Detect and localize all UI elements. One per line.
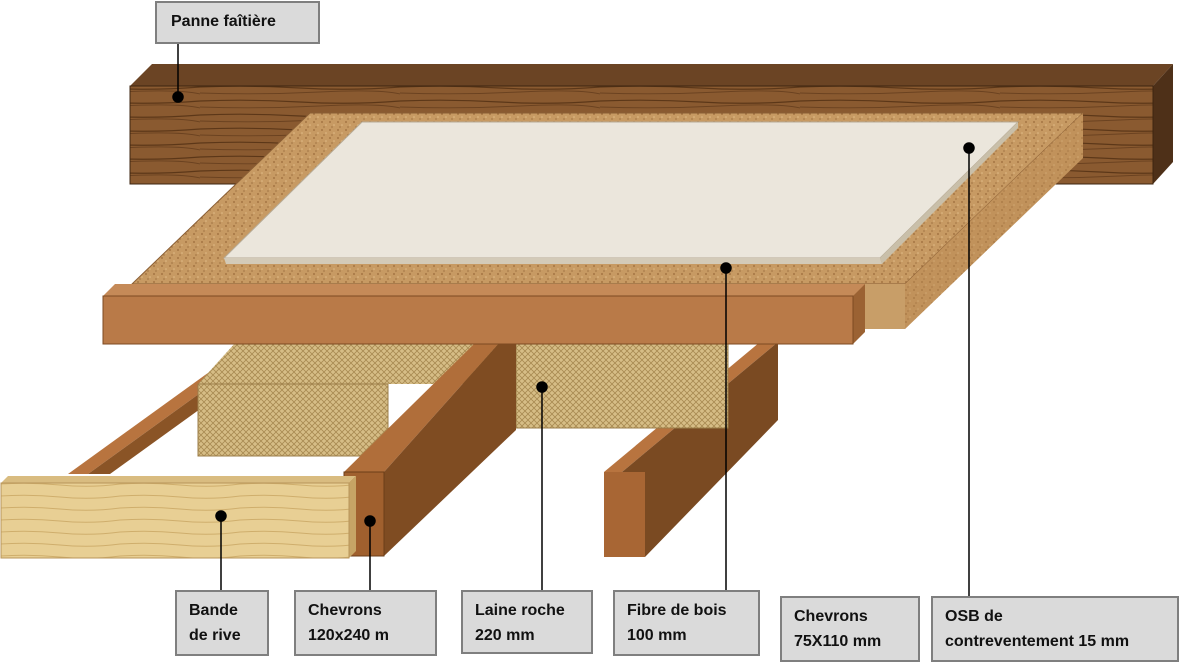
label-bande-line1: Bande <box>189 602 238 619</box>
batten <box>102 284 865 345</box>
label-chevrons-120x240: Chevrons 120x240 m <box>294 590 437 656</box>
label-osb-line2: contreventement 15 mm <box>945 633 1130 650</box>
label-osb-contreventement: OSB de contreventement 15 mm <box>931 596 1179 662</box>
rock-wool-batts <box>197 342 729 457</box>
label-chevrons-big-line1: Chevrons <box>308 602 382 619</box>
fascia-board <box>0 476 356 559</box>
label-fibre-line2: 100 mm <box>627 627 687 644</box>
label-osb-line1: OSB de <box>945 608 1003 625</box>
osb-panel <box>222 121 1020 264</box>
label-chevrons-small-line1: Chevrons <box>794 608 868 625</box>
label-fibre-line1: Fibre de bois <box>627 602 727 619</box>
label-chevrons-75x110: Chevrons 75X110 mm <box>780 596 920 662</box>
label-laine-line2: 220 mm <box>475 627 535 644</box>
leader-lines <box>172 42 975 596</box>
label-bande-de-rive: Bande de rive <box>175 590 269 656</box>
label-panne-text: Panne faîtière <box>171 13 276 30</box>
label-laine-roche: Laine roche 220 mm <box>461 590 593 654</box>
label-bande-line2: de rive <box>189 627 241 644</box>
label-panne-faitiere: Panne faîtière <box>155 1 320 44</box>
label-fibre-de-bois: Fibre de bois 100 mm <box>613 590 760 656</box>
label-laine-line1: Laine roche <box>475 602 565 619</box>
label-chevrons-big-line2: 120x240 m <box>308 627 389 644</box>
label-chevrons-small-line2: 75X110 mm <box>794 633 882 650</box>
